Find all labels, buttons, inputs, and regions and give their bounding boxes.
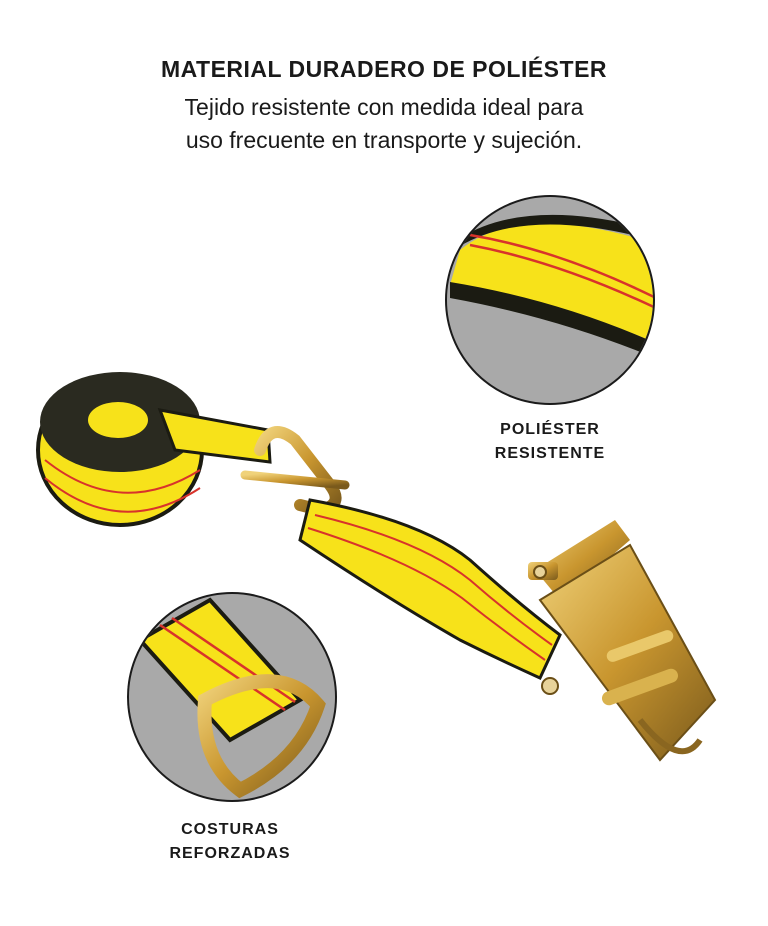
callout-costuras-line-1: COSTURAS — [181, 821, 279, 838]
page-title: MATERIAL DURADERO DE POLIÉSTER — [160, 56, 608, 82]
header: MATERIAL DURADERO DE POLIÉSTER Tejido re… — [0, 56, 768, 157]
product-illustration — [36, 195, 717, 802]
callout-poliester-line-1: POLIÉSTER — [500, 421, 600, 438]
callout-label-costuras: COSTURAS REFORZADAS — [140, 818, 320, 866]
callout-label-poliester: POLIÉSTER RESISTENTE — [470, 418, 630, 466]
ratchet-buckle — [528, 520, 717, 762]
strap-main — [298, 498, 562, 680]
page-subtitle: Tejido resistente con medida ideal para … — [0, 91, 768, 157]
zoom-circle-costuras — [127, 592, 337, 802]
strap-upper — [157, 408, 272, 464]
subtitle-line-1: Tejido resistente con medida ideal para — [184, 94, 584, 120]
callout-poliester-line-2: RESISTENTE — [494, 445, 606, 462]
j-hook — [240, 426, 350, 517]
subtitle-line-2: uso frecuente en transporte y sujeción. — [185, 127, 583, 153]
callout-costuras-line-2: REFORZADAS — [169, 845, 291, 862]
zoom-circle-poliester — [445, 195, 655, 405]
